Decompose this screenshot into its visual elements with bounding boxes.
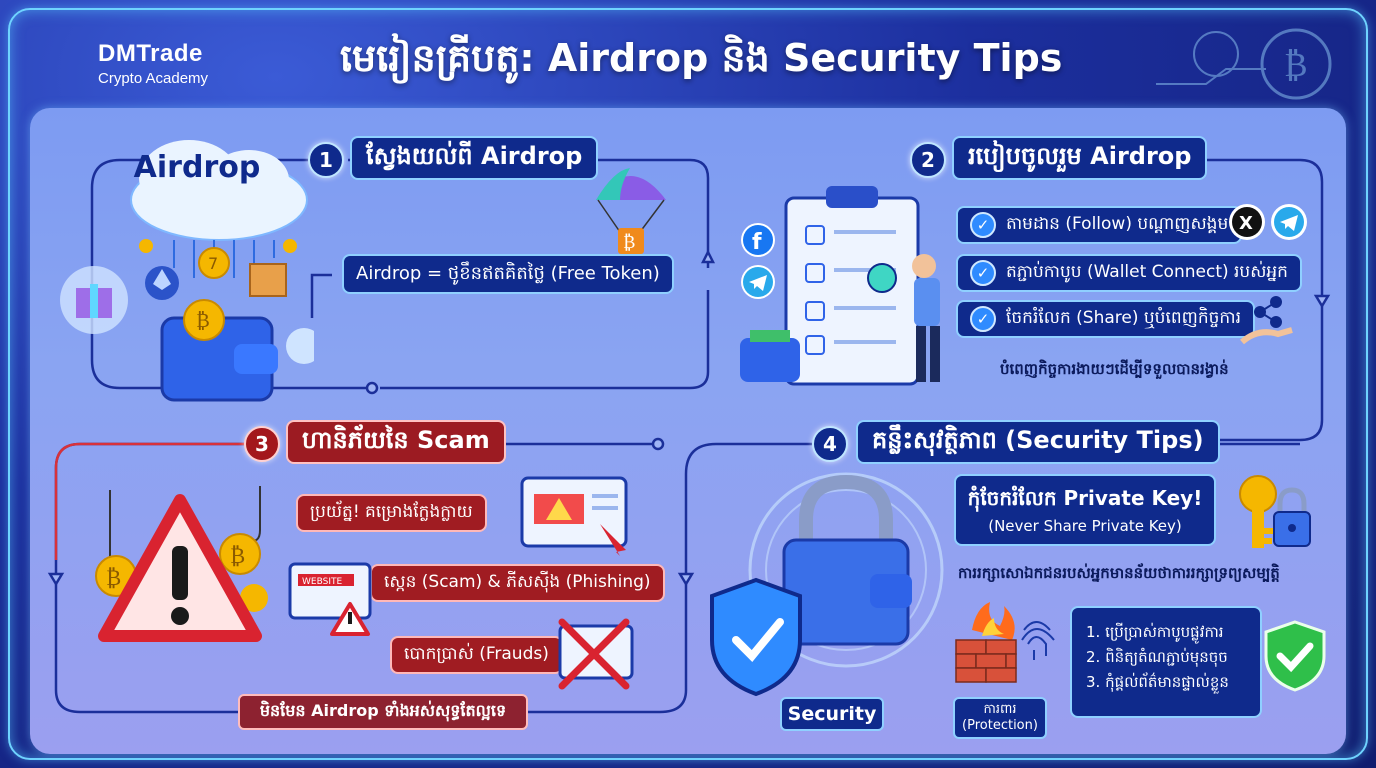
telegram-icon [741, 265, 775, 299]
airdrop-illustration: 7 ₿ [60, 140, 314, 402]
step-3-number: 3 [244, 426, 280, 462]
step-4-number: 4 [812, 426, 848, 462]
fraud-cross-icon [558, 618, 634, 690]
fake-site-icon [520, 476, 628, 556]
brand: DMTrade Crypto Academy [98, 40, 208, 87]
svg-text:₿: ₿ [106, 566, 121, 591]
step-1-number: 1 [308, 142, 344, 178]
check-icon: ✓ [970, 212, 996, 238]
step-3-banner: មិនមែន Airdrop ទាំងអស់សុទ្ធតែល្អទេ [238, 694, 528, 730]
step-3-title: ហានិភ័យនៃ Scam [286, 420, 506, 464]
airdrop-definition: Airdrop = ថូខឹនឥតគិតថ្លៃ (Free Token) [342, 254, 674, 294]
step-3-warning-frauds: បោកប្រាស់ (Frauds) [390, 636, 563, 674]
step-3-warning-fake-project: ប្រយ័ត្ន! គម្រោងក្លែងក្លាយ [296, 494, 487, 532]
security-lock-illustration [710, 472, 944, 697]
parachute-icon: ₿ [596, 168, 666, 254]
outer-frame [8, 8, 1368, 760]
step-1-title: ស្វែងយល់ពី Airdrop [350, 136, 599, 180]
brand-name: DMTrade [98, 40, 203, 67]
step-2-item-follow: ✓ តាមដាន (Follow) បណ្តាញសង្គម [956, 206, 1243, 244]
step-2-title: របៀបចូលរួម Airdrop [952, 136, 1208, 180]
security-label: Security [780, 697, 884, 731]
svg-text:f: f [752, 230, 762, 255]
warning-illustration: ₿ ₿ [95, 486, 268, 642]
svg-text:₿: ₿ [230, 544, 245, 569]
step-2-item-share: ✓ ចែករំលែក (Share) ឬបំពេញកិច្ចការ [956, 300, 1255, 338]
website-warning-icon: WEBSITE [288, 562, 372, 636]
telegram-icon [1271, 204, 1307, 240]
step-2-caption: បំពេញកិច្ចការងាយៗដើម្បីទទួលបានរង្វាន់ [1000, 360, 1229, 378]
step-4-title: គន្លឹះសុវត្ថិភាព (Security Tips) [856, 420, 1220, 464]
checklist-illustration [740, 186, 940, 386]
brand-subtitle: Crypto Academy [98, 70, 209, 87]
svg-text:WEBSITE: WEBSITE [302, 577, 342, 587]
check-icon: ✓ [970, 306, 996, 332]
svg-text:₿: ₿ [1284, 45, 1308, 85]
check-icon: ✓ [970, 260, 996, 286]
svg-text:7: 7 [208, 254, 218, 273]
cloud-label: Airdrop [133, 150, 261, 185]
private-key-warning: កុំចែករំលែក Private Key! (Never Share Pr… [954, 474, 1216, 546]
security-tips-list: 1. ប្រើប្រាស់កាបូបផ្លូវការ 2. ពិនិត្យតំណ… [1070, 606, 1262, 718]
svg-text:₿: ₿ [196, 308, 210, 332]
step-3-warning-phishing: ស្កេន (Scam) & ភីសស៊ីង (Phishing) [370, 564, 665, 602]
svg-text:₿: ₿ [623, 232, 635, 253]
protection-label: ការពារ (Protection) [953, 697, 1047, 739]
tip-item: 2. ពិនិត្យតំណភ្ជាប់មុនចុច [1086, 647, 1228, 666]
facebook-icon: f [741, 223, 775, 257]
key-lock-icon [1239, 475, 1311, 548]
tip-item: 3. កុំផ្តល់ព័ត៌មានផ្ទាល់ខ្លួន [1086, 672, 1229, 691]
x-icon: X [1229, 204, 1265, 240]
step-4-caption: ការរក្សាសោឯកជនរបស់អ្នកមានន័យថាការរក្សាទ្… [958, 564, 1280, 582]
svg-text:X: X [1239, 213, 1253, 234]
share-hand-icon [1240, 296, 1293, 345]
step-2-number: 2 [910, 142, 946, 178]
green-shield-icon [1264, 620, 1326, 692]
bitcoin-coins-icon: ₿ [1156, 28, 1332, 100]
page-title: មេរៀនគ្រីបតូ: Airdrop និង Security Tips [340, 36, 1063, 80]
tip-item: 1. ប្រើប្រាស់កាបូបផ្លូវការ [1086, 623, 1224, 641]
firewall-fingerprint-icon [955, 602, 1055, 683]
step-2-item-wallet-connect: ✓ តភ្ជាប់កាបូប (Wallet Connect) របស់អ្នក [956, 254, 1302, 292]
